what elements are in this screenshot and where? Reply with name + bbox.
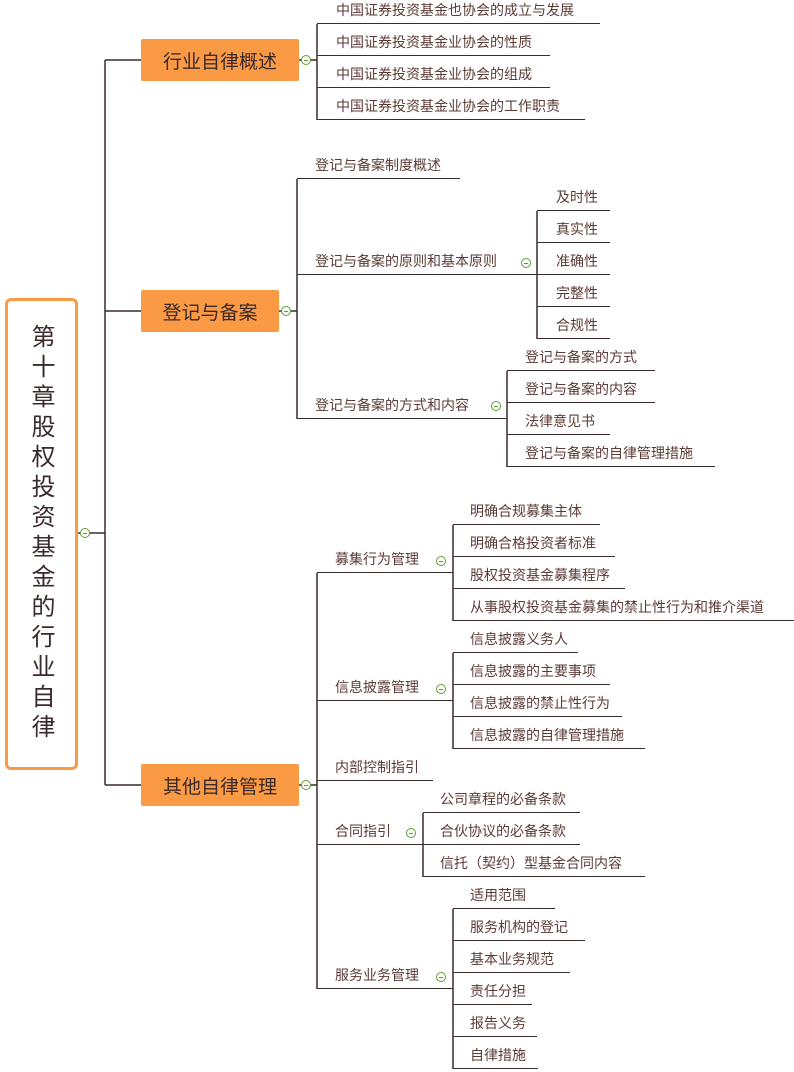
collapse-toggle[interactable]	[436, 972, 446, 982]
subtopic-node[interactable]: 内部控制指引	[317, 757, 433, 781]
collapse-toggle[interactable]	[436, 684, 446, 694]
leaf-node[interactable]: 中国证券投资基金业协会的工作职责	[317, 96, 585, 120]
collapse-toggle[interactable]	[406, 828, 416, 838]
topic-other-self-regulation[interactable]: 其他自律管理	[141, 764, 299, 806]
leaf-node[interactable]: 信息披露的禁止性行为	[453, 693, 622, 717]
leaf-node[interactable]: 信息披露的自律管理措施	[453, 725, 645, 749]
collapse-toggle[interactable]	[436, 556, 446, 566]
leaf-node[interactable]: 合规性	[537, 315, 610, 339]
leaf-node[interactable]: 自律措施	[453, 1045, 538, 1069]
subtopic-node[interactable]: 登记与备案的原则和基本原则	[297, 251, 537, 275]
leaf-node[interactable]: 适用范围	[453, 885, 555, 909]
leaf-node[interactable]: 明确合规募集主体	[453, 501, 600, 525]
leaf-node[interactable]: 中国证券投资基金业协会的性质	[317, 32, 550, 56]
leaf-node[interactable]: 明确合格投资者标准	[453, 533, 615, 557]
subtopic-node[interactable]: 合同指引	[317, 821, 423, 845]
collapse-toggle[interactable]	[491, 401, 501, 411]
leaf-node[interactable]: 完整性	[537, 283, 610, 307]
leaf-node[interactable]: 服务机构的登记	[453, 917, 585, 941]
leaf-node[interactable]: 中国证券投资基金业协会的组成	[317, 64, 550, 88]
collapse-toggle[interactable]	[80, 528, 90, 538]
leaf-node[interactable]: 登记与备案的自律管理措施	[507, 443, 715, 467]
leaf-node[interactable]: 信托（契约）型基金合同内容	[423, 853, 645, 877]
leaf-node[interactable]: 法律意见书	[507, 411, 610, 435]
leaf-node[interactable]: 真实性	[537, 219, 610, 243]
collapse-toggle[interactable]	[301, 55, 311, 65]
subtopic-node[interactable]: 募集行为管理	[317, 549, 453, 573]
leaf-node[interactable]: 登记与备案的方式	[507, 347, 655, 371]
leaf-node[interactable]: 股权投资基金募集程序	[453, 565, 625, 589]
leaf-node[interactable]: 登记与备案的内容	[507, 379, 655, 403]
leaf-node[interactable]: 基本业务规范	[453, 949, 570, 973]
leaf-node[interactable]: 信息披露的主要事项	[453, 661, 610, 685]
collapse-toggle[interactable]	[301, 780, 311, 790]
subtopic-node[interactable]: 登记与备案制度概述	[297, 155, 460, 179]
leaf-node[interactable]: 报告义务	[453, 1013, 537, 1037]
leaf-node[interactable]: 合伙协议的必备条款	[423, 821, 580, 845]
leaf-node[interactable]: 准确性	[537, 251, 610, 275]
subtopic-node[interactable]: 信息披露管理	[317, 677, 453, 701]
leaf-node[interactable]: 信息披露义务人	[453, 629, 578, 653]
leaf-node[interactable]: 公司章程的必备条款	[423, 789, 580, 813]
root-node[interactable]: 第十章股权投资基金的行业自律	[5, 298, 78, 770]
topic-industry-overview[interactable]: 行业自律概述	[141, 39, 299, 81]
topic-registration[interactable]: 登记与备案	[141, 290, 279, 332]
leaf-node[interactable]: 从事股权投资基金募集的禁止性行为和推介渠道	[453, 597, 794, 621]
subtopic-node[interactable]: 登记与备案的方式和内容	[297, 395, 507, 419]
collapse-toggle[interactable]	[281, 306, 291, 316]
leaf-node[interactable]: 中国证券投资基金也协会的成立与发展	[317, 0, 600, 24]
leaf-node[interactable]: 责任分担	[453, 981, 532, 1005]
subtopic-node[interactable]: 服务业务管理	[317, 965, 453, 989]
collapse-toggle[interactable]	[521, 258, 531, 268]
leaf-node[interactable]: 及时性	[537, 187, 610, 211]
